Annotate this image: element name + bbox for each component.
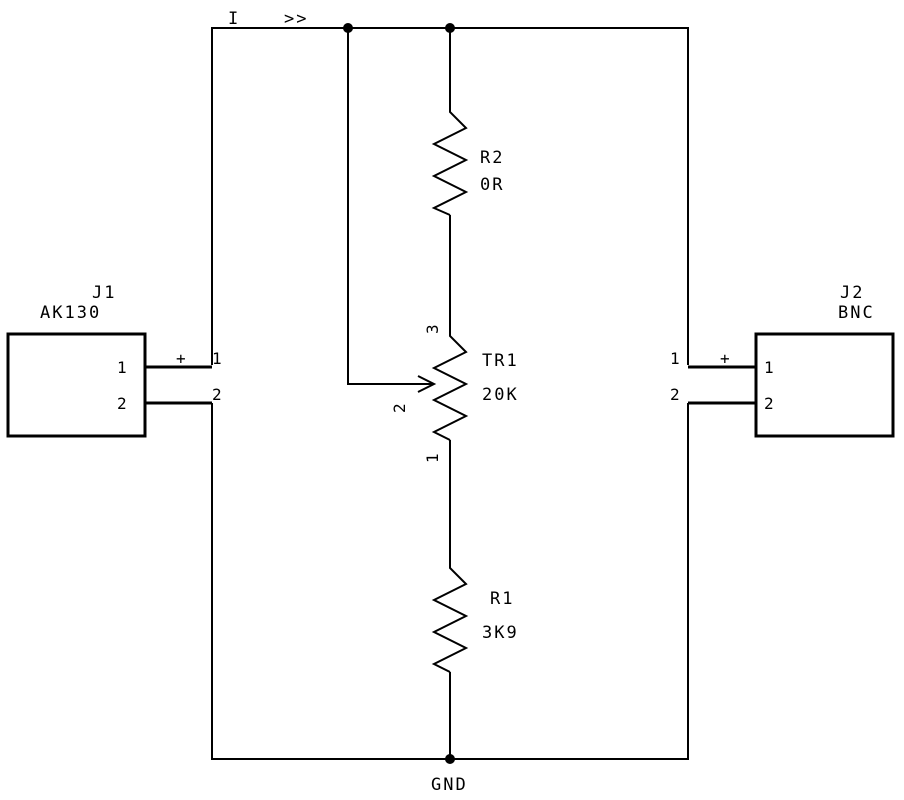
- r2-value-label: 0R: [480, 175, 504, 195]
- junction-dot-top: [445, 23, 455, 33]
- tr1-pin2-label: 2: [390, 402, 409, 413]
- j2-value-label: BNC: [838, 303, 875, 323]
- tr1-pin1-label: 1: [423, 452, 442, 463]
- j2-pin1-outer-label: 1: [670, 349, 681, 368]
- tr1-ref-label: TR1: [482, 351, 519, 371]
- r1-ref-label: R1: [490, 589, 514, 609]
- j1-pin1-outer-label: 1: [212, 349, 223, 368]
- j2-ref-label: J2: [840, 283, 864, 303]
- current-label: I: [228, 9, 240, 29]
- wiper-arrowhead: [417, 375, 437, 393]
- tr1-pin3-label: 3: [423, 323, 442, 334]
- j1-connector-body: [6, 332, 147, 438]
- j2-connector-body: [754, 332, 895, 438]
- j1-pin2-outer-label: 2: [212, 385, 223, 404]
- ground-label: GND: [431, 775, 468, 795]
- r2-resistor: [431, 103, 469, 216]
- j1-value-label: AK130: [40, 303, 101, 323]
- j1-ref-label: J1: [92, 283, 116, 303]
- tr1-trimmer-resistor: [431, 328, 469, 441]
- r1-resistor: [431, 560, 469, 673]
- j2-polarity-label: +: [720, 349, 731, 368]
- j1-pin2-inner-label: 2: [117, 394, 128, 413]
- r2-ref-label: R2: [480, 148, 504, 168]
- wiper-wire: [347, 28, 432, 385]
- j1-pin1-inner-label: 1: [117, 358, 128, 377]
- j2-pin2-inner-label: 2: [764, 394, 775, 413]
- j1-polarity-label: +: [176, 349, 187, 368]
- current-direction-arrow: >>: [284, 9, 308, 29]
- junction-dot-gnd: [445, 754, 455, 764]
- j2-pin1-inner-label: 1: [764, 358, 775, 377]
- tr1-value-label: 20K: [482, 385, 519, 405]
- j2-pin2-outer-label: 2: [670, 385, 681, 404]
- r1-value-label: 3K9: [482, 623, 519, 643]
- junction-dot-wiper: [343, 23, 353, 33]
